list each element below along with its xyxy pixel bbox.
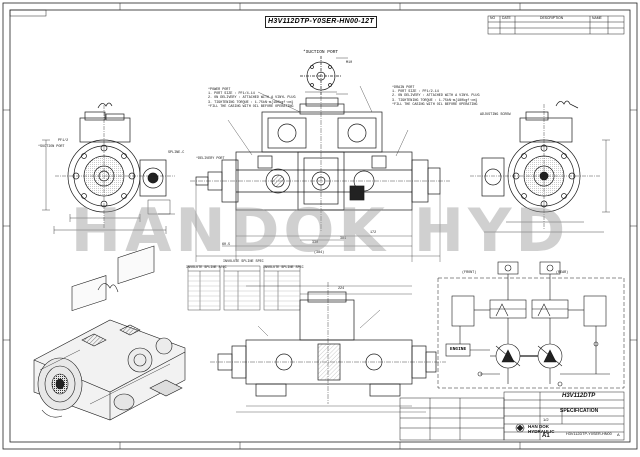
title-block-sheet: A1 <box>542 433 550 439</box>
delivery-port-label: *DELIVERY PORT <box>196 157 225 161</box>
drawing-title: H3V112DTP-Y0SER-HN00-12T <box>265 16 377 28</box>
bottom-plan-view <box>210 282 446 413</box>
dim-330: 330 <box>312 241 319 245</box>
spline-table-right-header: INVOLUTE SPLINE SPEC <box>263 266 304 270</box>
rev-header-date: DATE <box>502 16 511 20</box>
company-logo <box>515 423 525 433</box>
spline-table-mid-header: INVOLUTE SPLINE SPEC <box>223 260 264 264</box>
right-end-view <box>470 100 610 233</box>
spline-table-left-header: INVOLUTE SPLINE SPEC <box>186 266 227 270</box>
watermark: HANDOK HYD <box>70 196 570 266</box>
main-side-view <box>190 85 450 262</box>
title-block-rev: A <box>617 432 620 437</box>
suction-flange-view <box>300 56 348 96</box>
title-block-description: SPECIFICATION <box>560 408 599 414</box>
hydraulic-circuit <box>437 261 625 389</box>
left-end-view <box>42 102 175 234</box>
power-port-note: *POWER PORT 1. PORT SIZE : PF1/4-14 2. O… <box>208 88 296 109</box>
suction-port-left-label: *SUCTION PORT <box>38 145 65 149</box>
dim-172: 172 <box>370 231 377 235</box>
spline-tables <box>187 265 301 311</box>
dim-381: 381 <box>340 237 347 241</box>
title-block-frame <box>399 391 625 441</box>
title-block-scale: 1/2 <box>543 417 549 422</box>
zone-ticks <box>3 3 637 449</box>
dim-total: (384) <box>314 251 325 255</box>
drain-port-note: *DRAIN PORT 1. PORT SIZE : PF1/2-14 2. O… <box>392 86 480 107</box>
engine-label: ENGINE <box>450 347 467 352</box>
title-block-drawing-no: H3V112DTP-Y0SER-HN00 <box>566 432 612 436</box>
title-block-company: HAN DOK HYDRAULIC <box>528 424 555 434</box>
title-block-model: H3V112DTP <box>562 393 596 399</box>
rev-header-description: DESCRIPTION <box>540 16 564 20</box>
adjusting-screw-label: ADJUSTING SCREW <box>480 113 511 117</box>
rev-header-no: NO <box>490 16 496 20</box>
spline-table-rows <box>188 275 300 307</box>
revision-table <box>487 15 625 35</box>
isometric-pump-view <box>33 245 186 421</box>
rear-label: (REAR) <box>556 271 569 275</box>
front-label: (FRONT) <box>462 271 477 275</box>
m-port-label: M10 <box>346 61 353 65</box>
dim-224: 224 <box>338 287 345 291</box>
pt-port-label: PF1/2 <box>58 139 69 143</box>
spline-label: SPLINE-C <box>168 151 185 155</box>
corner-stamp <box>9 9 47 17</box>
suction-port-top-label: *SUCTION PORT <box>303 50 339 55</box>
rev-header-name: NAME <box>592 16 602 20</box>
dim-60-5: 60.5 <box>222 243 231 247</box>
